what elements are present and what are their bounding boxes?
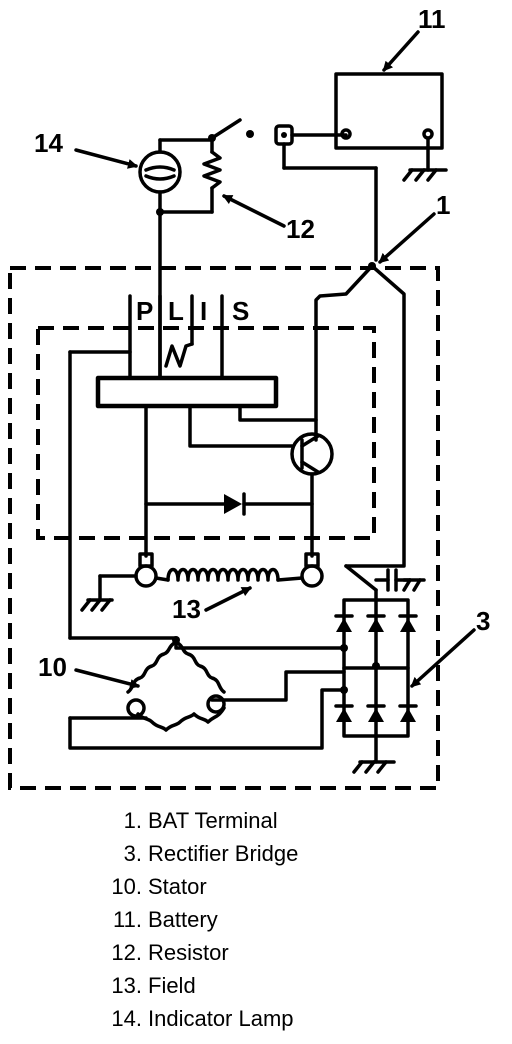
legend-number: 12. (111, 940, 142, 965)
legend-label: Resistor (148, 940, 229, 965)
callout-10: 10 (38, 652, 140, 689)
regulator-chip (95, 375, 279, 409)
legend-item: 14. Indicator Lamp (110, 1006, 510, 1039)
battery (334, 72, 448, 182)
terminal-p-label: P (136, 296, 153, 326)
ignition-switch (158, 118, 242, 142)
svg-text:1: 1 (436, 190, 450, 220)
legend-label: BAT Terminal (148, 808, 278, 833)
legend-item: 1. BAT Terminal (110, 808, 510, 841)
terminal-l-label: L (168, 296, 184, 326)
legend-label: Field (148, 973, 196, 998)
legend-number: 3. (123, 841, 142, 866)
legend-number: 13. (111, 973, 142, 998)
callout-14: 14 (34, 128, 138, 169)
diode-icon (144, 404, 314, 558)
svg-text:3: 3 (476, 606, 490, 636)
legend-item: 3. Rectifier Bridge (110, 841, 510, 874)
legend-item: 13. Field (110, 973, 510, 1006)
bat-terminal (314, 262, 406, 568)
legend-item: 11. Battery (110, 907, 510, 940)
alternator-housing (8, 266, 440, 790)
ground-icon (402, 168, 448, 182)
callout-13: 13 (172, 586, 252, 624)
legend-number: 11. (113, 907, 142, 932)
legend-number: 10. (111, 874, 142, 899)
legend-label: Stator (148, 874, 207, 899)
regulator-housing (36, 326, 376, 540)
svg-text:11: 11 (418, 4, 446, 34)
legend-number: 14. (111, 1006, 142, 1031)
legend-label: Indicator Lamp (148, 1006, 294, 1031)
callout-1: 1 (378, 190, 450, 264)
terminal-i-label: I (200, 296, 207, 326)
callout-12: 12 (222, 194, 315, 244)
callout-11: 11 (382, 4, 446, 72)
terminal-posts (68, 294, 224, 640)
fuse-connector (246, 124, 378, 262)
capacitor-icon (344, 564, 426, 600)
resistor (158, 138, 222, 214)
callout-3: 3 (410, 606, 490, 688)
rectifier-bridge (334, 598, 418, 774)
svg-text:14: 14 (34, 128, 63, 158)
legend-item: 10. Stator (110, 874, 510, 907)
legend-number: 1. (123, 808, 142, 833)
legend: 1. BAT Terminal 3. Rectifier Bridge 10. … (110, 808, 510, 1039)
svg-text:12: 12 (286, 214, 315, 244)
legend-label: Rectifier Bridge (148, 841, 299, 866)
legend-label: Battery (148, 907, 218, 932)
legend-item: 12. Resistor (110, 940, 510, 973)
svg-text:10: 10 (38, 652, 67, 682)
transistor-icon (290, 432, 334, 558)
terminal-s-label: S (232, 296, 249, 326)
alternator-wiring-diagram: 11 14 12 1 3 10 13 P L I S (8, 4, 490, 790)
stator-winding (126, 636, 226, 732)
svg-text:13: 13 (172, 594, 201, 624)
field-coil (80, 552, 324, 612)
